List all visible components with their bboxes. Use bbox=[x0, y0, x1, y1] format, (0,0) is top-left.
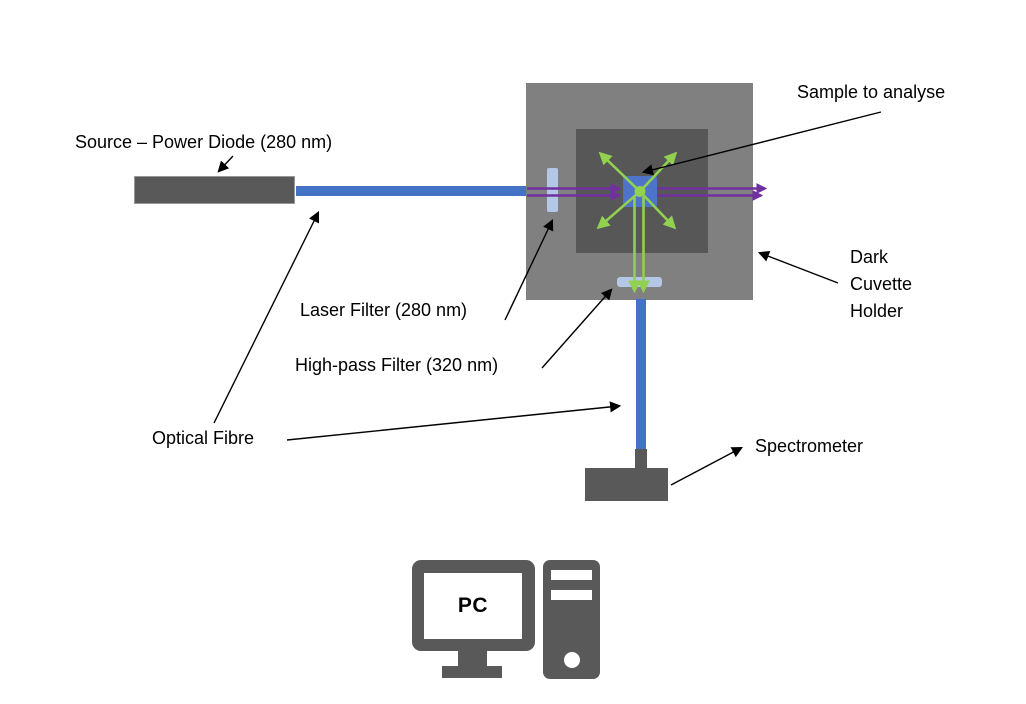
sample-cuvette bbox=[623, 176, 657, 207]
high-pass-filter-bar bbox=[617, 277, 662, 287]
fibre-connector bbox=[635, 449, 647, 468]
pc-tower-drive-slot-2 bbox=[551, 590, 592, 600]
spectrometer-body bbox=[585, 468, 668, 501]
high-pass-filter-pointer-arrow bbox=[541, 288, 613, 369]
dark-cuvette-holder-label: Dark Cuvette Holder bbox=[850, 244, 912, 325]
sample-label: Sample to analyse bbox=[797, 82, 946, 102]
laser-filter-bar bbox=[547, 168, 558, 212]
power-diode-source bbox=[134, 176, 295, 204]
optical-fibre-vertical bbox=[636, 299, 646, 449]
holder-label-line-1: Dark bbox=[850, 247, 889, 267]
holder-label-line-2: Cuvette bbox=[850, 274, 913, 294]
source-pointer-arrow bbox=[217, 155, 234, 173]
holder-label-line-3: Holder bbox=[850, 301, 904, 321]
pc-tower-icon bbox=[543, 560, 600, 679]
optical-fibre-horizontal bbox=[296, 186, 527, 196]
spectrometer-label: Spectrometer bbox=[755, 436, 864, 456]
pc-tower-power-button bbox=[564, 652, 580, 668]
high-pass-filter-label: High-pass Filter (320 nm) bbox=[295, 355, 499, 375]
pc-monitor-stand-neck bbox=[458, 651, 487, 666]
source-label: Source – Power Diode (280 nm) bbox=[75, 132, 333, 152]
laser-filter-label: Laser Filter (280 nm) bbox=[300, 300, 468, 320]
optical-fibre-label: Optical Fibre bbox=[152, 428, 255, 448]
pc-monitor-stand-base bbox=[442, 666, 502, 678]
optical-fibre-pointer-arrow-2 bbox=[286, 401, 622, 441]
pc-screen: PC bbox=[424, 573, 522, 639]
pc-monitor-icon: PC bbox=[412, 560, 535, 651]
pc-tower-drive-slot-1 bbox=[551, 570, 592, 580]
holder-pointer-arrow bbox=[757, 250, 839, 284]
spectrometer-pointer-arrow bbox=[670, 446, 743, 486]
pc-screen-label: PC bbox=[457, 594, 489, 617]
